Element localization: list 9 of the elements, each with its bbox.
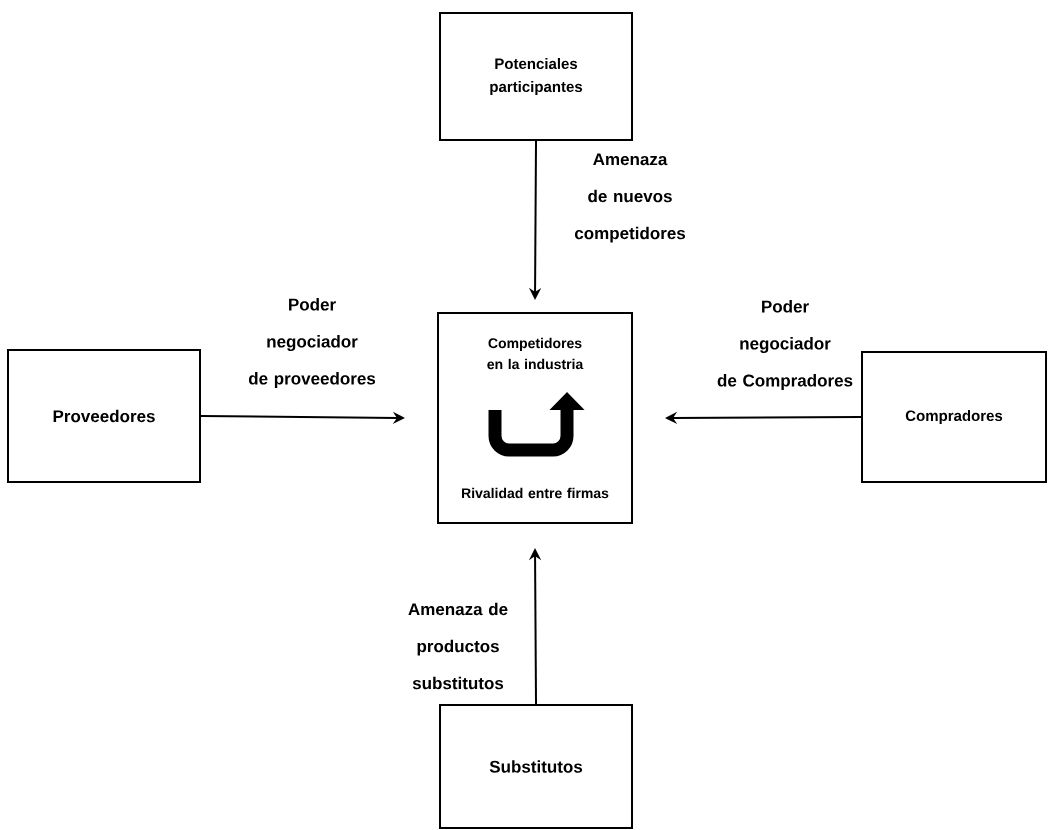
edge-label: Poder negociador de proveedores xyxy=(248,298,376,388)
process-box: Proveedores xyxy=(7,349,201,483)
process-box: Competidores en la industria Rivalidad entre firmas xyxy=(437,312,633,524)
process-box: Potenciales participantes xyxy=(439,12,633,141)
process-box: Compradores xyxy=(861,351,1047,483)
edge-label: Amenaza de nuevos competidores xyxy=(574,153,686,243)
process-box: Substitutos xyxy=(439,704,633,829)
edge-label: Poder negociador de Compradores xyxy=(717,300,853,390)
edge-label: Amenaza de productos substitutos xyxy=(408,602,508,690)
